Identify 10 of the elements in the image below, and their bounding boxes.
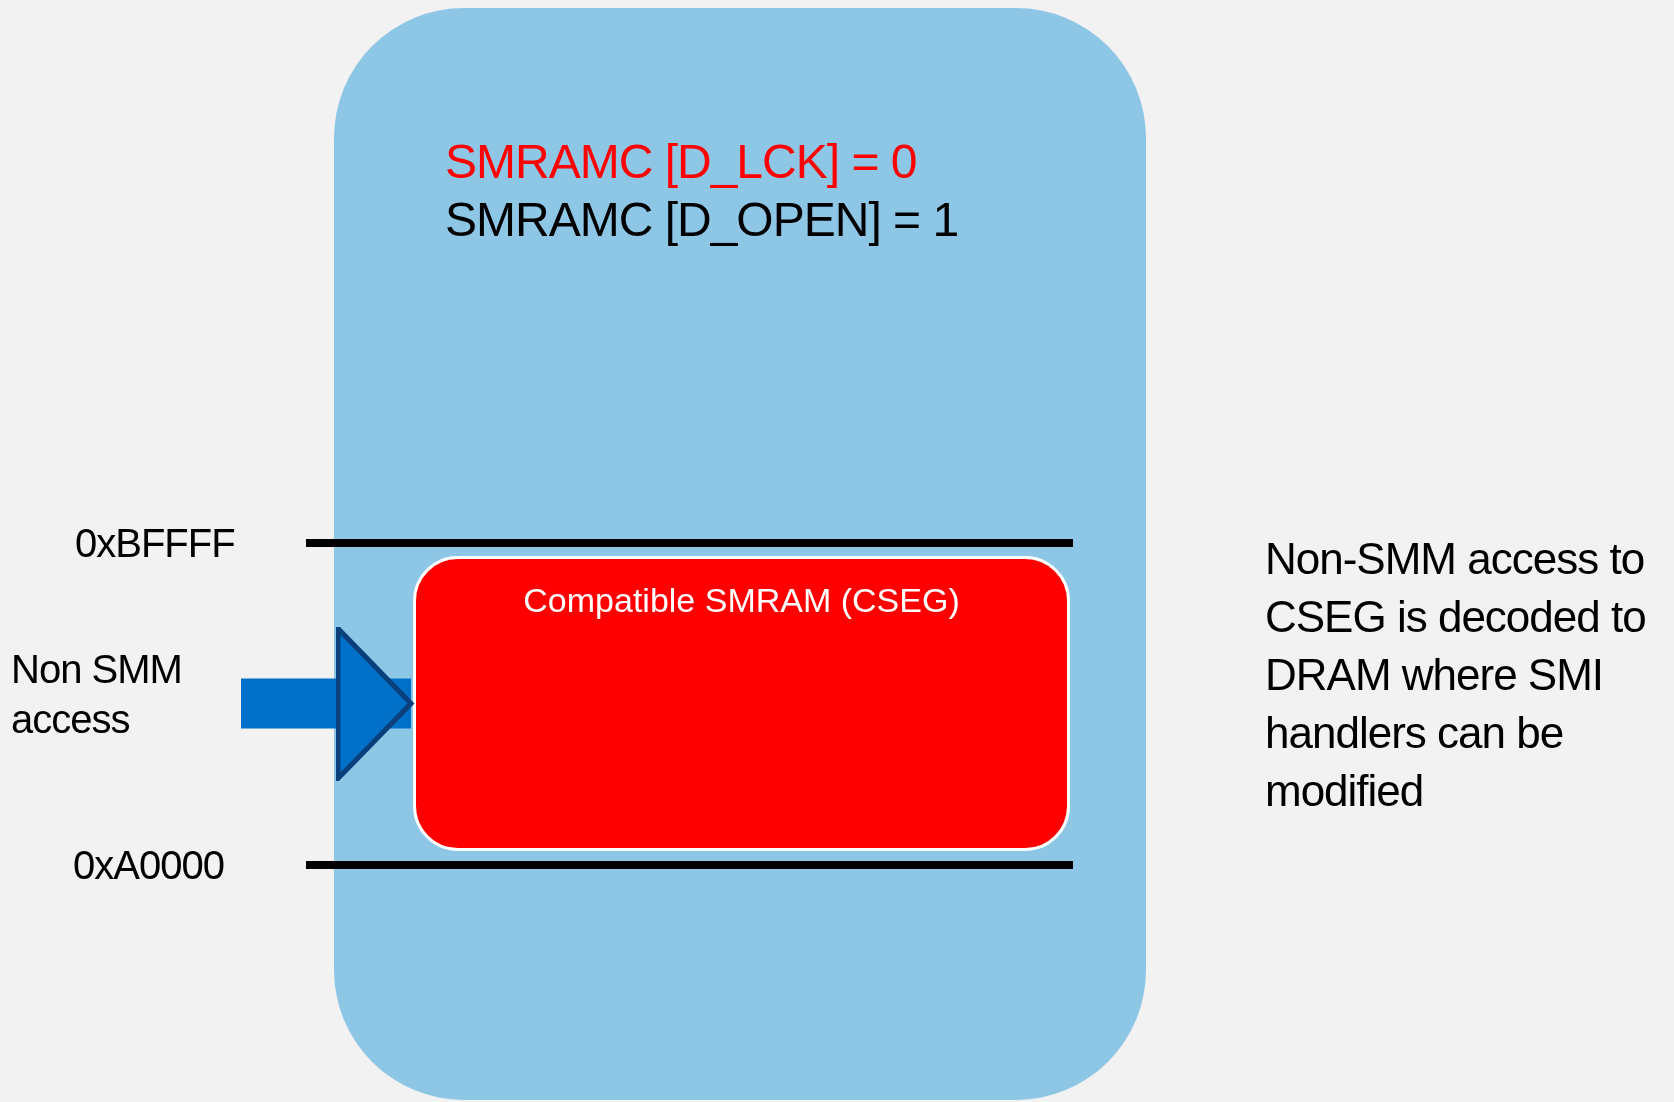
address-label: 0xBFFFF — [75, 520, 236, 567]
smram-region-box — [413, 556, 1070, 851]
note-text: Non-SMM access to CSEG is decoded to DRAM where SMI handlers can be modified — [1265, 533, 1647, 817]
memory-region-panel — [334, 8, 1146, 1100]
register-setting-text: SMRAMC [D_OPEN] = 1 — [445, 192, 959, 247]
region-title: Compatible SMRAM (CSEG) — [522, 581, 961, 620]
address-label: 0xA0000 — [73, 842, 225, 889]
register-setting-text: SMRAMC [D_LCK] = 0 — [445, 134, 917, 189]
block-arrow — [241, 626, 414, 781]
access-text: Non SMM access — [11, 644, 211, 734]
